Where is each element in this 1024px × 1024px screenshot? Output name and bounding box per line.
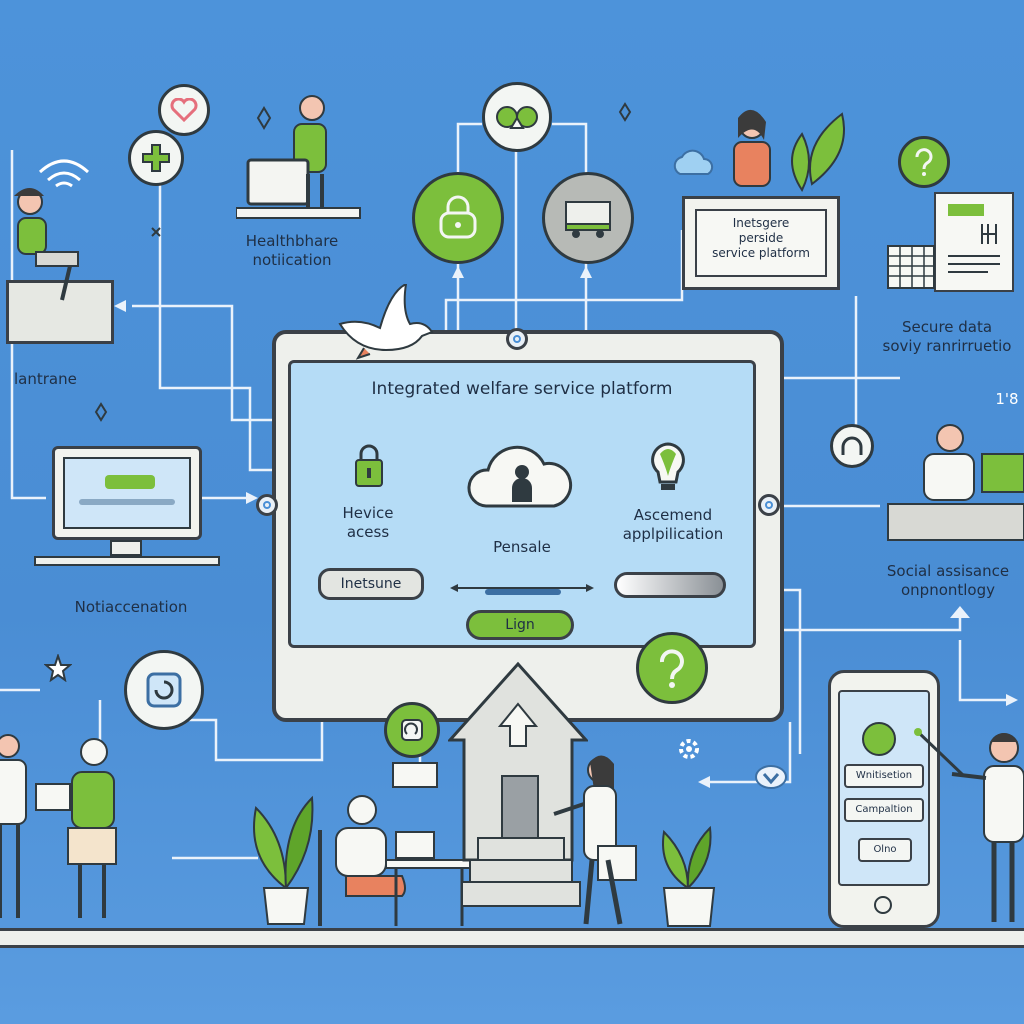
elder-woman-at-desk-figure: [316, 790, 476, 934]
device-access-label: Hevice acess: [342, 504, 394, 541]
connector-node-right[interactable]: [758, 494, 780, 516]
woman-with-phone-figure: [6, 182, 106, 306]
camera-circle: [124, 650, 204, 730]
healthcare-notification-label: Healthbhare notiication: [245, 232, 339, 269]
question-bubble: [898, 136, 950, 188]
heart-icon: [170, 98, 198, 122]
connector-node-top[interactable]: [506, 328, 528, 350]
people-icon: [496, 106, 538, 129]
corner-number: 1'8: [995, 390, 1019, 408]
social-assistance-label: Social assisance onpnontlogy: [886, 562, 1010, 599]
phone-row-notification[interactable]: Wnitisetion: [844, 764, 924, 788]
document-lines: [942, 204, 1008, 288]
floor-line: [0, 928, 1024, 948]
lightbulb-icon: [648, 440, 690, 500]
house-badge-pot: [392, 762, 438, 788]
left-monitor-line: [79, 499, 175, 505]
phone-app-icon[interactable]: [862, 722, 896, 756]
left-monitor: [52, 446, 202, 540]
refresh-icon: [146, 672, 182, 708]
cart-circle: [542, 172, 634, 264]
connector-node-left[interactable]: [256, 494, 278, 516]
progress-bar: [614, 572, 726, 598]
plus-bubble: [128, 130, 184, 186]
house-building: [446, 660, 590, 934]
left-monitor-screen: [63, 457, 191, 529]
personal-label: Pensale: [493, 538, 551, 556]
platform-title: Integrated welfare service platform: [371, 379, 673, 399]
bird-icon: [330, 282, 440, 364]
people-circle: [482, 82, 552, 152]
question-icon: [660, 649, 684, 688]
left-monitor-stand: [110, 540, 142, 556]
lock-circle: [412, 172, 504, 264]
woman-with-bag-figure: [546, 752, 646, 932]
help-circle[interactable]: [636, 632, 708, 704]
recommend-application-label: Ascemend applpilication: [622, 506, 724, 543]
elder-at-computer-figure: [884, 420, 1024, 550]
heart-bubble: [158, 84, 210, 136]
phone-home-button[interactable]: [874, 896, 892, 914]
doctor-at-laptop-figure: [235, 90, 366, 224]
cloud-user-icon: [466, 440, 576, 520]
left-monitor-base: [34, 556, 220, 566]
secure-data-label: Secure data soviy ranrirruetio: [882, 318, 1012, 355]
insurance-button[interactable]: Inetsune: [318, 568, 424, 600]
gear-icon: [674, 734, 704, 768]
headphone-circle: [830, 424, 874, 468]
cloud-badge-icon: [670, 146, 718, 186]
presenter-figure: [914, 728, 1024, 932]
plant-right: [656, 824, 722, 932]
lock-icon: [439, 195, 477, 239]
two-people-exchange-figure: [0, 732, 130, 932]
service-platform-label: Inetsgere perside service platform: [712, 216, 810, 260]
login-button[interactable]: Lign: [466, 610, 574, 640]
plant-left: [250, 784, 322, 932]
service-platform-card-inner: [695, 209, 827, 277]
star-icon: [43, 652, 73, 686]
notification-label: Notiaccenation: [74, 598, 188, 616]
slider-line: [448, 578, 596, 602]
phone-row-other[interactable]: Olno: [858, 838, 912, 862]
house-icon: [401, 719, 423, 741]
shopping-cart-icon: [565, 201, 611, 238]
question-icon: [915, 148, 933, 176]
lock-small-icon: [352, 440, 386, 494]
service-platform-card: [682, 196, 840, 290]
grid-table-icon: [886, 244, 938, 296]
wifi-icon: [34, 148, 94, 192]
left-monitor-bar: [105, 475, 155, 489]
house-badge-circle: [384, 702, 440, 758]
language-label: lantrane: [14, 370, 77, 388]
headphone-icon: [841, 436, 863, 455]
woman-at-desk-figure: [722, 104, 862, 208]
bird-small-icon: [754, 764, 788, 794]
phone-row-completion[interactable]: Campaltion: [844, 798, 924, 822]
plus-icon: [142, 144, 170, 172]
person-seat: [6, 280, 114, 344]
